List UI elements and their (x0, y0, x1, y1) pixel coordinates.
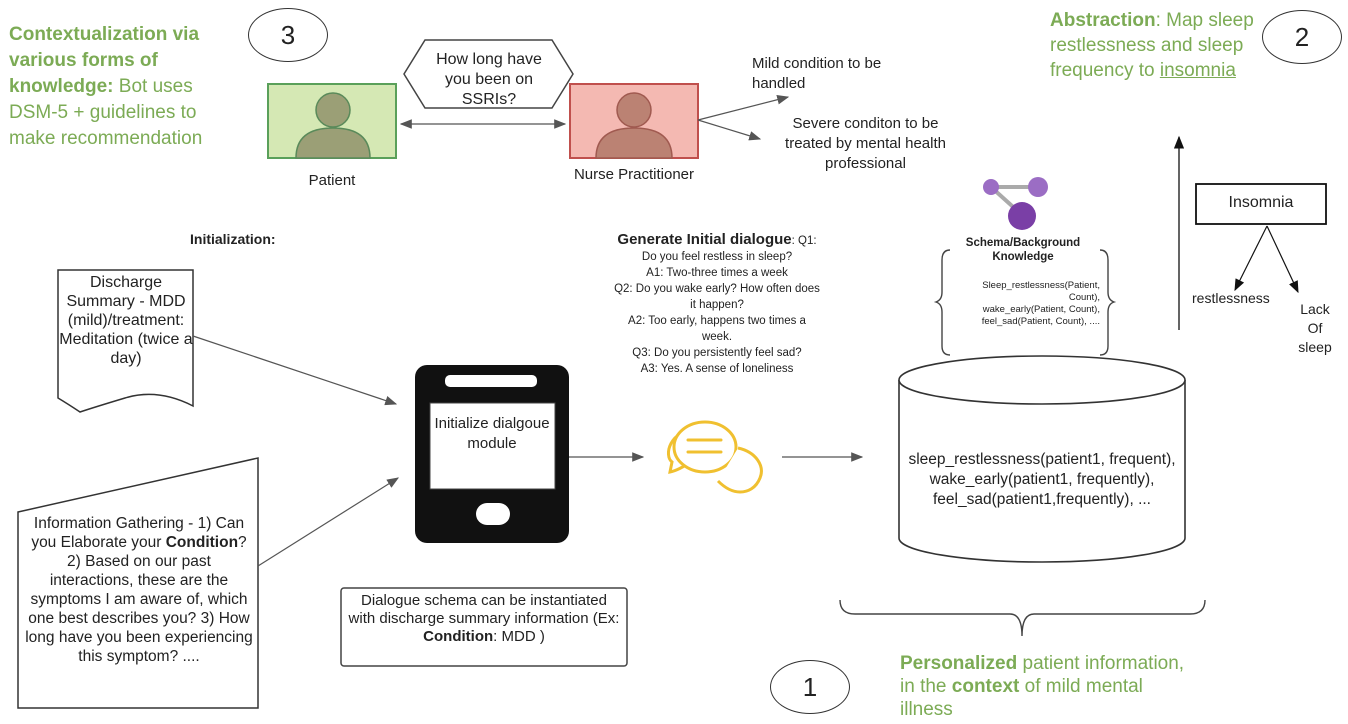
patient-label: Patient (308, 172, 356, 189)
dialogue-schema-box (340, 587, 628, 667)
schema-right-brace (1099, 249, 1117, 356)
dialogue-line: : Q1: Do you feel restless in sleep? (641, 235, 817, 263)
discharge-to-phone-arrow (192, 335, 398, 406)
schema-line: Sleep_restlessness(Patient, Count), (982, 280, 1100, 303)
insomnia-root-label: Insomnia (1228, 194, 1294, 211)
context-bold: context (951, 676, 1020, 697)
initialization-label: Initialization: (190, 231, 276, 247)
dialogue-line: A2: Too early, happens two times a week. (628, 315, 806, 343)
personalized-text2: of mild mental illness (900, 676, 1143, 720)
contextualization-text: Bot uses DSM-5 + guidelines to make reco… (9, 76, 203, 149)
generate-dialogue-heading: Generate Initial dialogue (617, 231, 792, 248)
dialogue-line: Q3: Do you persistently feel sad? (632, 347, 802, 359)
info-doc-shape (17, 457, 259, 709)
abstraction-underlined: insomnia (1159, 60, 1236, 81)
personalized-brace (839, 599, 1206, 637)
severe-condition-label: Severe conditon to be treated by mental … (785, 115, 946, 172)
discharge-summary-text: Discharge Summary - MDD (mild)/treatment… (59, 274, 193, 367)
nurse-label: Nurse Practitioner (573, 166, 695, 183)
schema-left-brace (933, 249, 951, 356)
schema-lines: Sleep_restlessness(Patient, Count),wake_… (955, 280, 1100, 328)
question-hexagon-shape (403, 39, 574, 109)
schema-line: wake_early(Patient, Count), (982, 304, 1100, 315)
dialogue-line: A1: Two-three times a week (646, 267, 788, 279)
dialogue-line: Q2: Do you wake early? How often does it… (614, 283, 820, 311)
circle-number-2: 2 (1262, 10, 1342, 64)
phone-screen-text: Initialize dialgoue module (434, 415, 550, 452)
graph-node-icon (983, 177, 1048, 230)
circle-number-1: 1 (770, 660, 850, 714)
schema-line: feel_sad(Patient, Count), .... (981, 316, 1100, 327)
restlessness-label: restlessness (1192, 290, 1270, 306)
nurse-node (569, 83, 699, 159)
mild-arrow (697, 95, 790, 121)
dialogue-line: A3: Yes. A sense of loneliness (640, 363, 794, 375)
dialogue-schema-tail: : MDD ) (493, 628, 545, 645)
patient-node (267, 83, 397, 159)
database-cylinder (898, 355, 1186, 563)
discharge-doc-shape (57, 269, 194, 413)
abstraction-title: Abstraction (1050, 10, 1156, 31)
generate-dialogue-block: Generate Initial dialogue: Q1: Do you fe… (614, 232, 820, 377)
circle-number-3: 3 (248, 8, 328, 62)
tree-edge-right (1266, 225, 1299, 294)
personalized-bold: Personalized (900, 653, 1018, 674)
mild-condition-label: Mild condition to be handled (752, 55, 882, 92)
schema-title: Schema/Background Knowledge (965, 237, 1081, 263)
info-gathering-text: Information Gathering - 1) Can you Elabo… (24, 514, 254, 666)
contextualization-title: Contextualization via various forms of k… (9, 24, 200, 97)
abstraction-text: : Map sleep restlessness and sleep frequ… (1050, 10, 1254, 81)
insomnia-box (1195, 183, 1327, 225)
chat-bubbles-icon (667, 420, 763, 494)
personalized-text1: patient information, in the (900, 653, 1185, 697)
dialogue-schema-bold: Condition (423, 628, 494, 645)
dialogue-schema-text-main: Dialogue schema can be instantiated with… (348, 592, 620, 627)
phone-device (415, 365, 569, 543)
abstraction-note: Abstraction: Map sleep restlessness and … (1050, 8, 1255, 83)
severe-arrow (697, 119, 762, 141)
info-to-phone-arrow (257, 477, 400, 567)
dialogue-schema-text: Dialogue schema can be instantiated with… (346, 592, 622, 646)
contextualization-note: Contextualization via various forms of k… (9, 22, 244, 152)
info-gathering-part2: ? 2) Based on our past interactions, the… (25, 534, 253, 665)
info-gathering-part1: Information Gathering - 1) Can you Elabo… (31, 515, 245, 551)
info-gathering-bold: Condition (165, 534, 239, 551)
tree-edge-left (1234, 225, 1268, 292)
question-hexagon-text: How long have you been on SSRIs? (436, 51, 542, 108)
personalized-note: Personalized patient information, in the… (900, 652, 1200, 721)
lack-of-sleep-label: Lack Of sleep (1298, 301, 1332, 355)
database-content-text: sleep_restlessness(patient1, frequent), … (908, 451, 1176, 508)
